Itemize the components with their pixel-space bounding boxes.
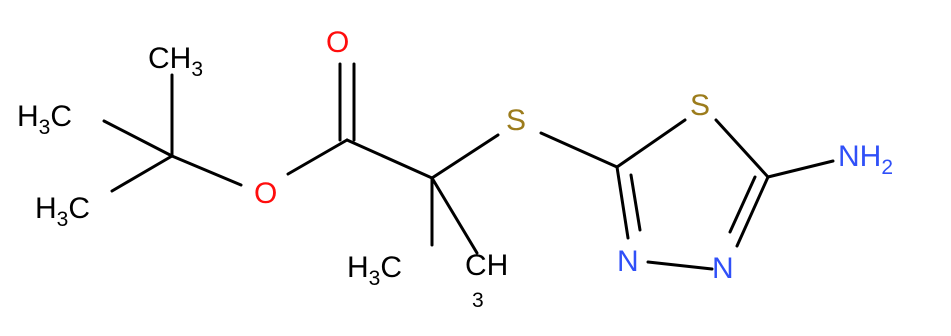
atom-oxygen-carbonyl: O [326, 26, 349, 59]
atom-nitrogen-ring-left: N [617, 245, 639, 278]
atom-sulfur-ring: S [690, 89, 710, 122]
atom-ch3-bottom-right-sub: 3 [472, 289, 484, 312]
bond-tbu-ch3-left-lower [110, 154, 174, 193]
bond-tbu-ch3-left-upper [102, 119, 174, 158]
atom-ch3-left-lower: H3C [35, 192, 90, 231]
bonds [102, 62, 835, 271]
atom-ch3-top: CH3 [148, 42, 203, 81]
bond-ring-c2-n3-a [615, 165, 630, 240]
bond-quat-s [430, 133, 500, 180]
atom-sulfur-thioether: S [506, 104, 526, 137]
atom-ch3-bottom-left: H3C [347, 251, 402, 290]
atom-labels: CH3 H3C H3C O O S S N N NH2 H3C CH [17, 26, 893, 312]
bond-ring-c2-n3-b [629, 173, 642, 232]
atom-amine-nh2: NH2 [838, 140, 893, 179]
atom-ch3-bottom-right: CH [465, 249, 508, 282]
bond-quat-ch3-right [430, 176, 479, 255]
atom-oxygen-ester: O [254, 177, 277, 210]
bond-ring-s1-c5 [714, 118, 770, 179]
bond-ring-n4-c5-a [735, 175, 770, 248]
atom-nitrogen-ring-right: N [712, 252, 734, 285]
bond-o-carbonyl-carbon [286, 138, 349, 176]
bond-tbu-o [170, 154, 243, 187]
bond-carbonyl-quaternary [345, 138, 434, 180]
atom-ch3-left-upper: H3C [17, 100, 72, 139]
bond-ring-c2-s1 [615, 118, 687, 169]
bond-s-ring-carbon [539, 131, 619, 169]
bond-ring-n4-c5-b [728, 175, 757, 234]
bond-c5-nh2 [766, 159, 835, 179]
bond-ring-n3-n4 [646, 260, 714, 271]
